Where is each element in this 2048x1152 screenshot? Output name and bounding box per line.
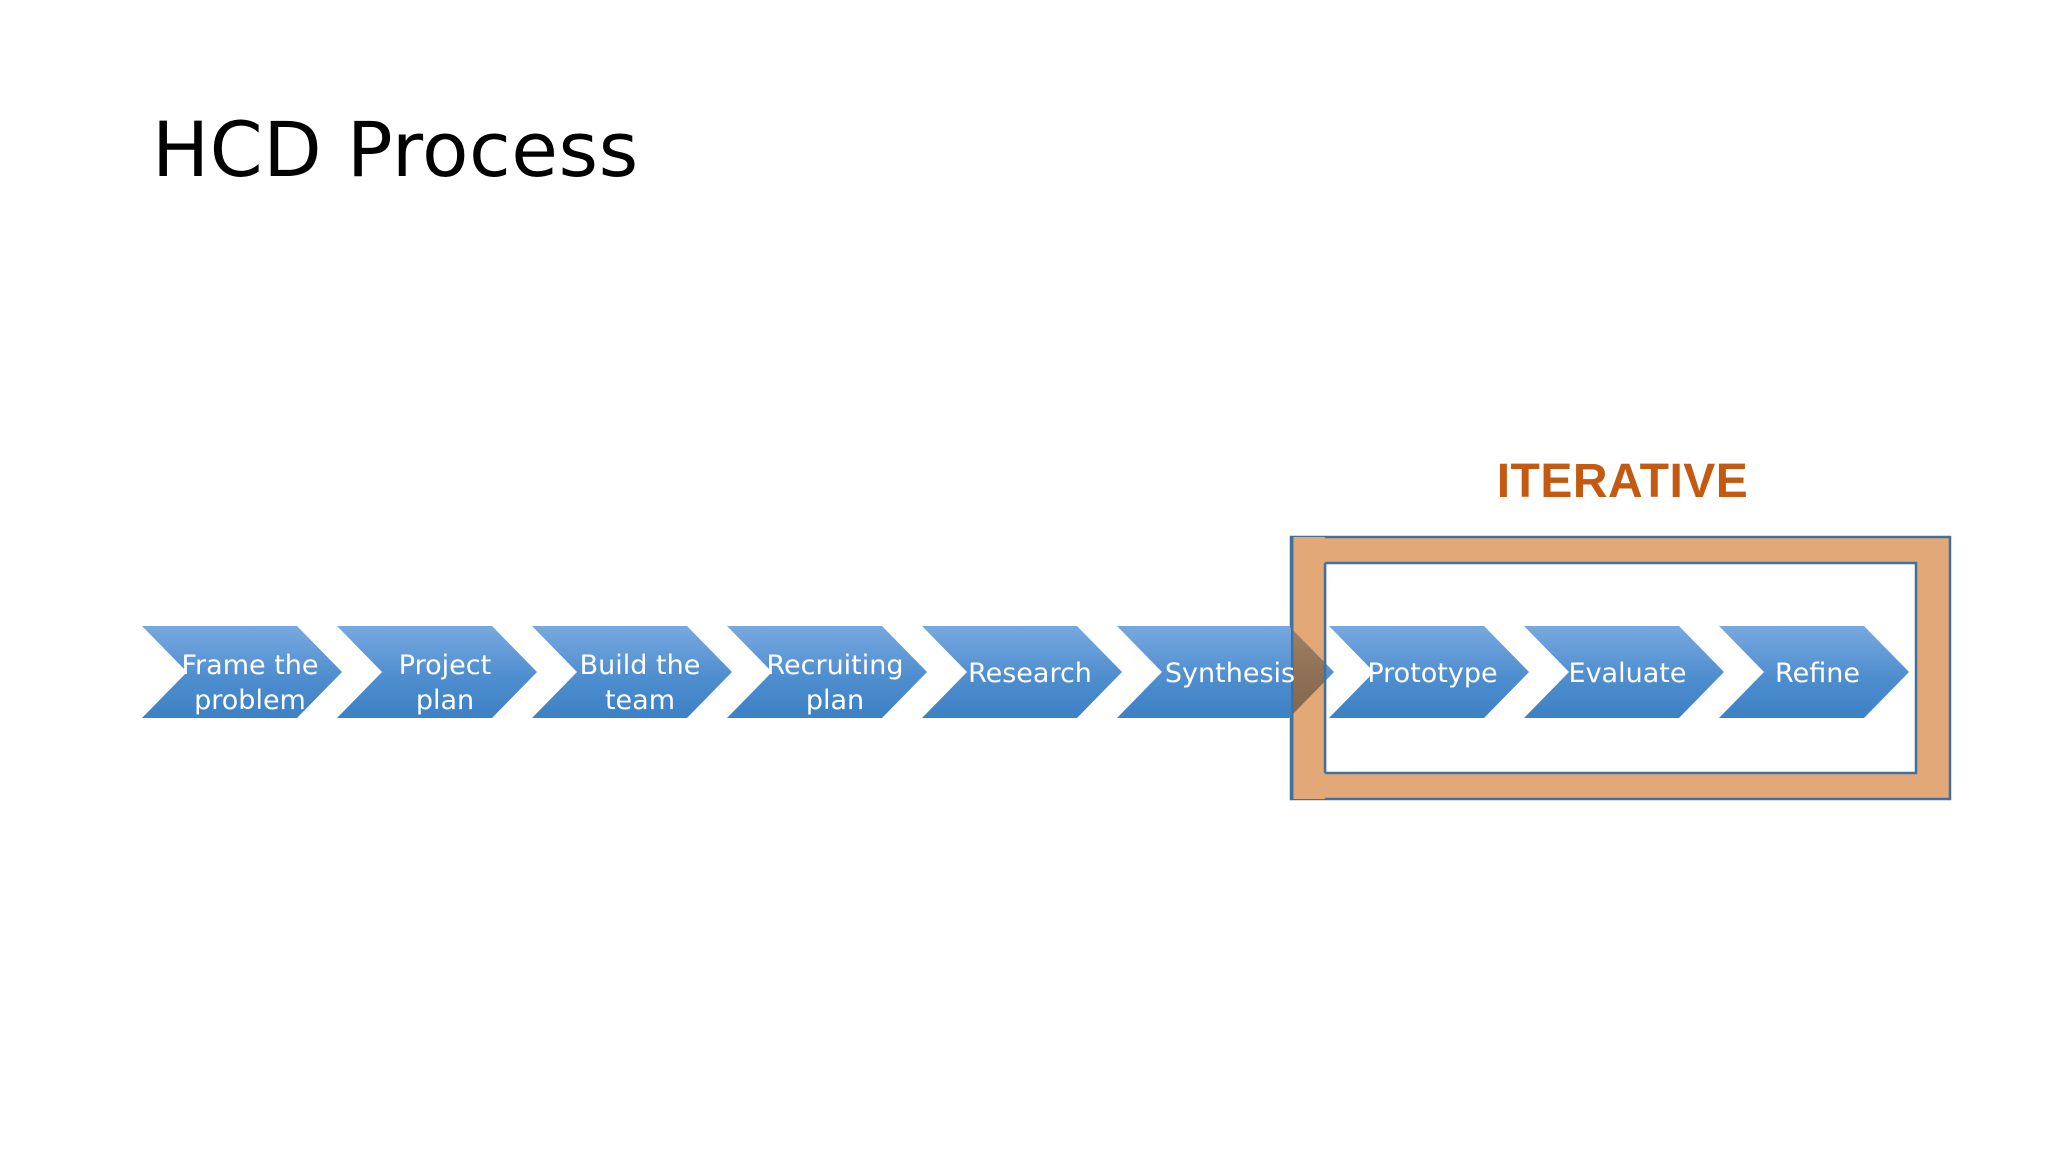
chevron-step-4[interactable] bbox=[727, 626, 927, 718]
chevron-shape bbox=[1329, 626, 1529, 718]
chevron-step-8[interactable] bbox=[1524, 626, 1724, 718]
chevron-shape bbox=[532, 626, 732, 718]
chevron-under-band bbox=[1291, 628, 1325, 716]
chevron-shape bbox=[1719, 626, 1909, 718]
iterative-group-label: ITERATIVE bbox=[1496, 455, 1749, 508]
iterative-band-overlap bbox=[1291, 537, 1325, 799]
chevron-shape bbox=[922, 626, 1122, 718]
chevron-step-7[interactable] bbox=[1329, 626, 1529, 718]
chevron-step-9[interactable] bbox=[1719, 626, 1909, 718]
chevron-shape bbox=[1524, 626, 1724, 718]
chevron-step-2[interactable] bbox=[337, 626, 537, 718]
chevron-step-1[interactable] bbox=[142, 626, 342, 718]
chevron-step-5[interactable] bbox=[922, 626, 1122, 718]
chevron-shape bbox=[727, 626, 927, 718]
chevron-step-6[interactable] bbox=[1117, 626, 1334, 718]
chevron-shape bbox=[1117, 626, 1334, 718]
chevron-shape bbox=[337, 626, 537, 718]
chevron-shape bbox=[142, 626, 342, 718]
page-title: HCD Process bbox=[152, 105, 639, 194]
chevron-step-3[interactable] bbox=[532, 626, 732, 718]
